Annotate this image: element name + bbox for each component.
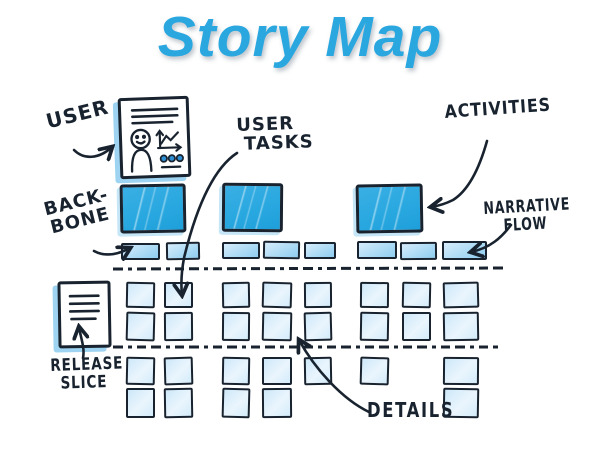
- persona-smiley-icon: [130, 128, 153, 173]
- backbone-box: [357, 241, 397, 259]
- detail-box: [261, 311, 293, 342]
- detail-box: [359, 281, 390, 309]
- detail-box: [163, 387, 194, 419]
- backbone-box: [121, 243, 160, 260]
- backbone-box: [222, 242, 260, 259]
- detail-box: [221, 311, 251, 342]
- detail-box: [221, 387, 251, 419]
- detail-box: [163, 311, 194, 342]
- detail-box: [442, 311, 480, 342]
- detail-box: [303, 356, 333, 386]
- label-user: USER: [43, 94, 112, 134]
- release-card-graphic: [68, 294, 100, 321]
- backbone-box: [442, 241, 487, 260]
- detail-box: [126, 388, 155, 418]
- label-release-slice: RELEASE SLICE: [49, 353, 124, 394]
- page-title: Story Map: [157, 5, 443, 69]
- backbone-box: [165, 241, 201, 261]
- detail-box: [125, 311, 156, 342]
- label-backbone: BACK- BONE: [41, 184, 112, 239]
- label-narrative-flow: NARRATIVE FLOW: [482, 194, 571, 236]
- detail-box: [125, 356, 156, 386]
- detail-box: [261, 281, 293, 309]
- activity-box: [119, 183, 187, 234]
- label-user-tasks: USER TASKS: [235, 112, 315, 155]
- user-arrow: [72, 147, 112, 157]
- dots-icon: [159, 153, 184, 163]
- detail-box: [401, 281, 432, 309]
- detail-box: [125, 281, 156, 309]
- activity-box: [355, 183, 424, 234]
- detail-box: [261, 387, 293, 419]
- detail-box: [402, 312, 431, 341]
- backbone-box: [399, 241, 438, 261]
- text-lines-icon: [68, 294, 100, 321]
- activity-box: [221, 182, 284, 233]
- detail-box: [262, 357, 292, 385]
- backbone-box: [304, 242, 336, 259]
- detail-box: [442, 281, 480, 309]
- detail-box: [359, 356, 390, 386]
- persona-card-graphic: [130, 107, 184, 173]
- detail-box: [442, 356, 480, 386]
- narrative-flow-divider-1: [112, 266, 507, 271]
- detail-box: [303, 311, 333, 342]
- detail-box: [163, 356, 194, 386]
- activities-arrow: [431, 139, 489, 207]
- release-slice-card: [57, 280, 112, 349]
- label-activities: ACTIVITIES: [443, 94, 552, 123]
- user-persona-card: [117, 95, 192, 180]
- text-line-icon: [160, 165, 182, 169]
- chart-icon: [155, 129, 183, 152]
- detail-box: [164, 282, 193, 308]
- text-lines-icon: [130, 107, 179, 125]
- detail-box: [221, 356, 251, 386]
- detail-box: [221, 281, 251, 309]
- detail-box: [303, 281, 333, 309]
- detail-box: [359, 311, 390, 342]
- label-details: DETAILS: [367, 398, 455, 422]
- backbone-box: [262, 240, 301, 260]
